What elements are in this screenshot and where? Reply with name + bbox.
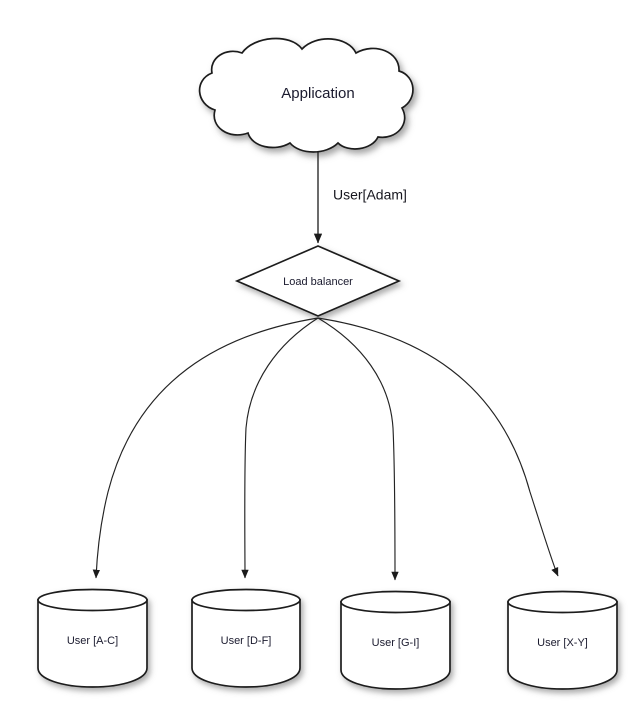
db-1-label: User [D-F] bbox=[221, 635, 272, 647]
edge-lb-to-db-3 bbox=[317, 317, 559, 577]
db-2-label: User [G-I] bbox=[372, 637, 420, 649]
db-3-label: User [X-Y] bbox=[537, 637, 588, 649]
edge-lb-to-db-1 bbox=[241, 317, 319, 579]
cloud-label: Application bbox=[281, 85, 354, 102]
node-diamond-load-balancer[interactable]: Load balancer bbox=[234, 245, 402, 317]
edge-application-to-load-balancer: User[Adam] bbox=[313, 152, 407, 244]
db-0-label: User [A-C] bbox=[67, 635, 118, 647]
db-1-top bbox=[191, 588, 301, 612]
db-1-body bbox=[191, 599, 301, 688]
edge-lb-to-db-0 bbox=[92, 317, 319, 579]
diamond-shape bbox=[234, 245, 402, 317]
edge-group-lb-to-databases bbox=[92, 317, 559, 581]
node-database-2[interactable]: User [G-I] bbox=[340, 590, 451, 690]
db-0-top bbox=[37, 588, 148, 612]
node-cloud-application[interactable]: Application bbox=[198, 37, 414, 153]
edge-lb-to-db-2 bbox=[317, 317, 399, 581]
db-3-top bbox=[507, 590, 618, 614]
db-3-body bbox=[507, 601, 618, 690]
node-database-3[interactable]: User [X-Y] bbox=[507, 590, 618, 690]
node-database-1[interactable]: User [D-F] bbox=[191, 588, 301, 688]
db-2-top bbox=[340, 590, 451, 614]
edge-label-user-adam: User[Adam] bbox=[333, 187, 407, 203]
node-database-0[interactable]: User [A-C] bbox=[37, 588, 148, 688]
db-2-body bbox=[340, 601, 451, 690]
diamond-label: Load balancer bbox=[283, 276, 353, 288]
db-0-body bbox=[37, 599, 148, 688]
